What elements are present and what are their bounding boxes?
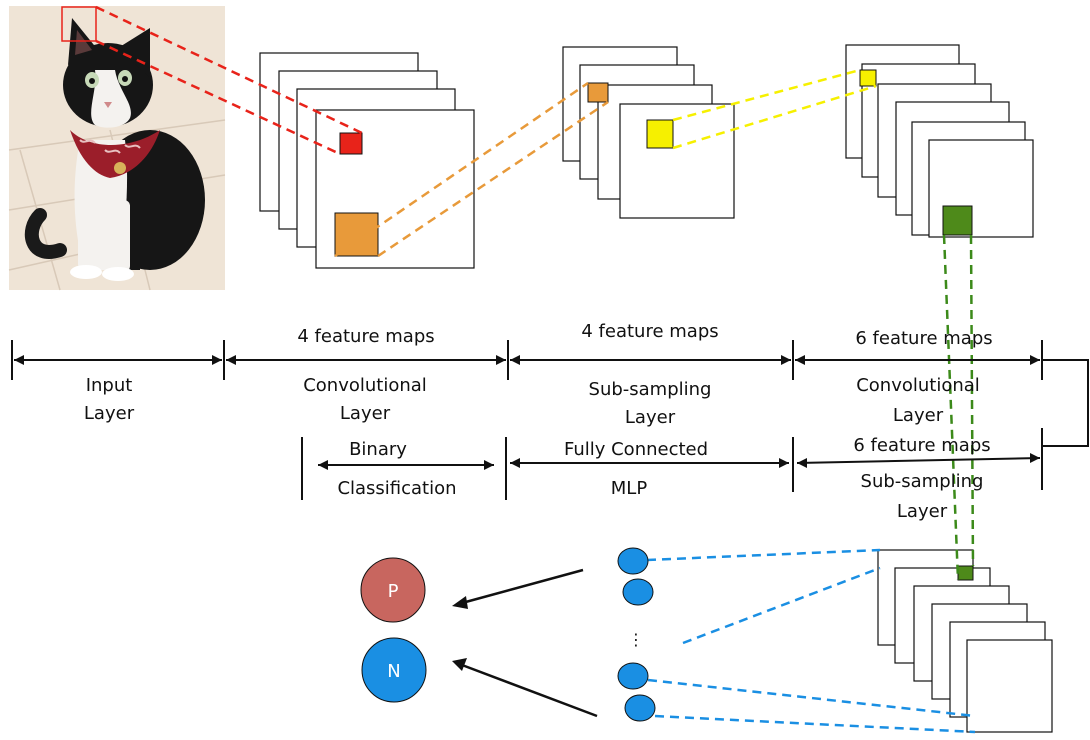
arrowhead — [452, 658, 467, 671]
sub1-yellow-cell — [646, 119, 674, 149]
classification-label: Classification — [337, 478, 456, 499]
conv2-layer-label-line2: Layer — [893, 405, 944, 426]
arrowheads — [14, 355, 1040, 470]
positive-output-circle — [360, 557, 426, 623]
fc-node — [617, 662, 649, 690]
fc-ellipsis: ⋮ — [628, 630, 644, 649]
yellow-connection-lines — [672, 68, 877, 150]
conv1-layer-label-line1: Convolutional — [303, 375, 427, 396]
conv1-red-cell — [339, 132, 363, 155]
conv1-maps-label: 4 feature maps — [297, 326, 434, 347]
positive-output-label: P — [388, 581, 399, 602]
sub1-layer-label-line2: Layer — [625, 407, 676, 428]
input-image — [8, 6, 226, 291]
negative-output-label: N — [387, 661, 400, 682]
conv2-maps-label: 6 feature maps — [855, 328, 992, 349]
fc-nodes — [617, 547, 656, 722]
red-connection-lines — [95, 5, 363, 156]
sub1-orange-cell — [587, 82, 609, 103]
mlp-label: MLP — [611, 478, 648, 499]
sub2-green-cell — [957, 565, 974, 581]
sub1-maps-label: 4 feature maps — [581, 321, 718, 342]
sub2-layer-label-line1: Sub-sampling — [861, 471, 984, 492]
green-connection-lines — [942, 234, 975, 581]
conv1-orange-cell — [334, 212, 379, 257]
orange-connection-lines — [334, 81, 609, 258]
fc-node — [617, 547, 649, 575]
sub2-layer-label-line2: Layer — [897, 501, 948, 522]
conv2-green-cell — [942, 205, 973, 236]
conv2-feature-maps — [845, 44, 1034, 238]
sub2-maps-label: 6 feature maps — [853, 435, 990, 456]
input-layer-label-line2: Layer — [84, 403, 135, 424]
conv1-layer-label-line2: Layer — [340, 403, 391, 424]
arrowhead — [452, 596, 468, 609]
output-arrows — [461, 568, 598, 718]
fully-connected-label: Fully Connected — [564, 439, 708, 460]
fc-node — [622, 578, 654, 606]
binary-label: Binary — [349, 439, 407, 460]
negative-output-circle — [361, 637, 427, 703]
input-layer-label-line1: Input — [86, 375, 133, 396]
layer-arrows — [11, 340, 1089, 500]
conv2-layer-label-line1: Convolutional — [856, 375, 980, 396]
sub1-layer-label-line1: Sub-sampling — [589, 379, 712, 400]
blue-connection-lines — [646, 548, 976, 734]
conv2-yellow-cell — [859, 69, 877, 87]
fc-node — [624, 694, 656, 722]
